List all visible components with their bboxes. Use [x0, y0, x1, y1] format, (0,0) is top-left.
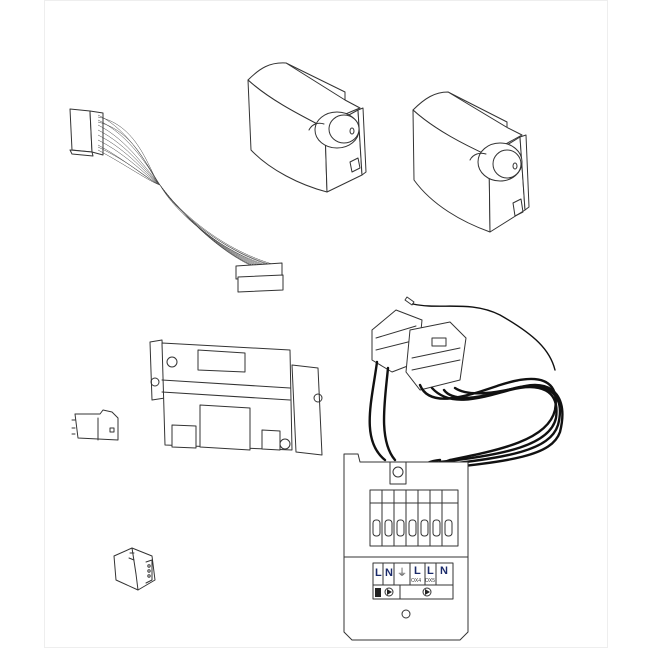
- boiler-icon: [375, 588, 381, 597]
- terminal-label-L3: L: [427, 565, 434, 577]
- terminal-sublabel-1: OX4: [411, 578, 421, 584]
- pump-icon-2: [422, 587, 432, 597]
- pump-icon-1: [384, 587, 394, 597]
- terminal-sublabel-2: OX5: [425, 578, 435, 584]
- terminal-label-N1: N: [385, 567, 393, 579]
- terminal-label-L2: L: [414, 565, 421, 577]
- connector-plug: [113, 547, 156, 591]
- wiring-harness: [368, 296, 564, 492]
- terminal-label-L1: L: [375, 567, 382, 579]
- connector-small: [71, 409, 119, 441]
- terminal-label-N2: N: [440, 565, 448, 577]
- earth-symbol-icon: ⏚: [397, 567, 407, 579]
- control-module: [149, 339, 323, 456]
- ribbon-cable: [69, 108, 284, 293]
- actuator-1: [247, 62, 367, 193]
- terminal-box: L N ⏚ L L N OX4 OX5: [343, 453, 469, 641]
- actuator-2: [412, 91, 530, 233]
